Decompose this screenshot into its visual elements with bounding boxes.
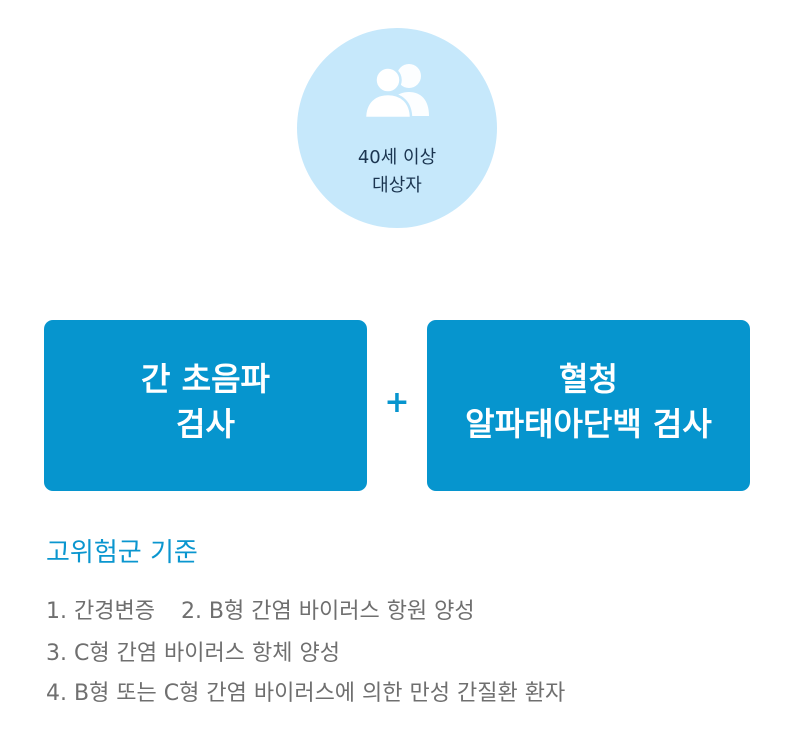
liver-ultrasound-box: 간 초음파 검사 — [44, 320, 367, 491]
target-audience-label: 대상자 — [372, 175, 422, 196]
criteria-title: 고위험군 기준 — [46, 538, 198, 568]
people-icon — [364, 64, 429, 118]
target-age-label: 40세 이상 — [357, 147, 437, 168]
criteria-line-1: 1. 간경변증 2. B형 간염 바이러스 항원 양성 — [46, 597, 475, 627]
liver-ultrasound-line1: 간 초음파 — [141, 360, 270, 398]
criteria-item-3: 3. C형 간염 바이러스 항체 양성 — [46, 641, 340, 666]
criteria-item-4: 4. B형 또는 C형 간염 바이러스에 의한 만성 간질환 환자 — [46, 681, 566, 706]
target-circle — [297, 28, 497, 228]
criteria-item-2: 2. B형 간염 바이러스 항원 양성 — [180, 599, 475, 624]
serum-afp-line2: 알파태아단백 검사 — [465, 405, 712, 443]
serum-afp-box: 혈청 알파태아단백 검사 — [427, 320, 750, 491]
criteria-item-1: 1. 간경변증 — [46, 599, 155, 624]
plus-sign: + — [384, 385, 410, 420]
liver-ultrasound-line2: 검사 — [176, 405, 235, 443]
serum-afp-line1: 혈청 — [559, 360, 618, 398]
